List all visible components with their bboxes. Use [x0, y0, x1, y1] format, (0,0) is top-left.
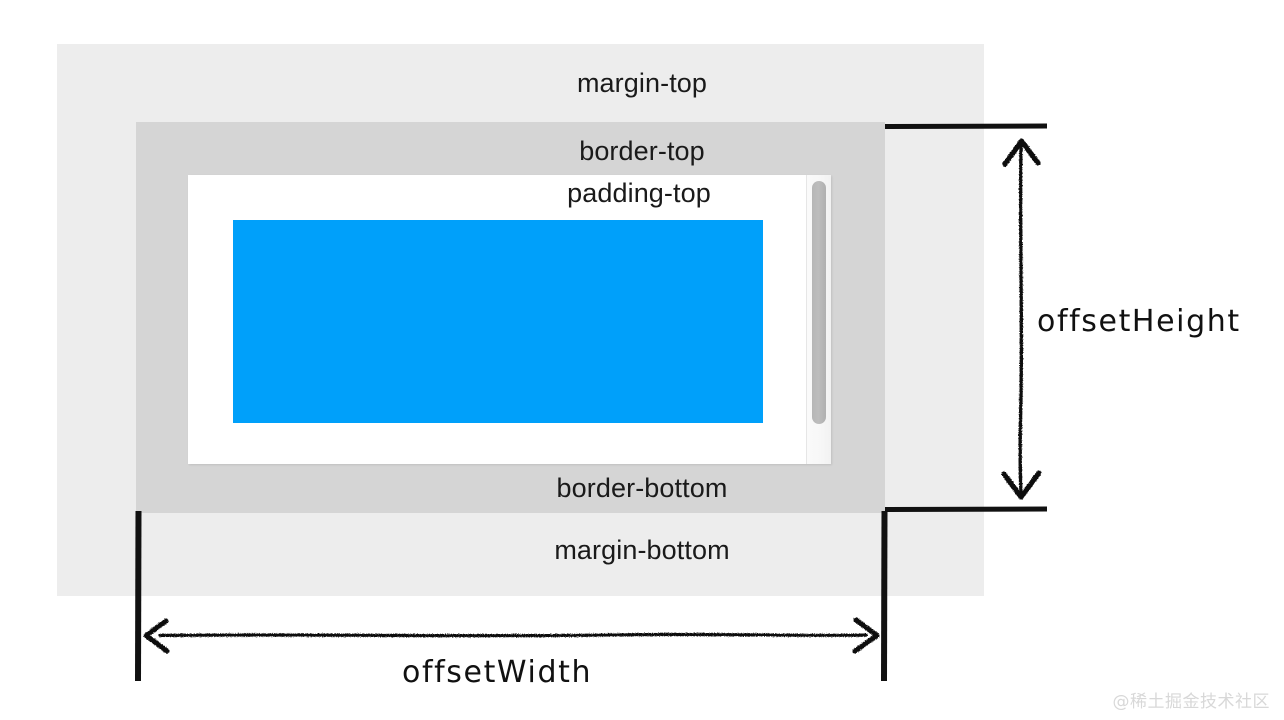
watermark: @稀土掘金技术社区	[1112, 692, 1270, 712]
label-padding-top: padding-top	[567, 178, 711, 208]
offset-width-arrow	[143, 617, 880, 654]
label-margin-top: margin-top	[576, 68, 708, 98]
content-region	[233, 220, 763, 423]
scrollbar-thumb[interactable]	[812, 181, 826, 424]
annotation-offset-height: offsetHeight	[1037, 304, 1241, 339]
label-border-top: border-top	[579, 136, 705, 166]
annotation-offset-width: offsetWidth	[402, 655, 593, 690]
label-margin-bottom: margin-bottom	[554, 535, 730, 565]
label-border-bottom: border-bottom	[556, 473, 728, 503]
